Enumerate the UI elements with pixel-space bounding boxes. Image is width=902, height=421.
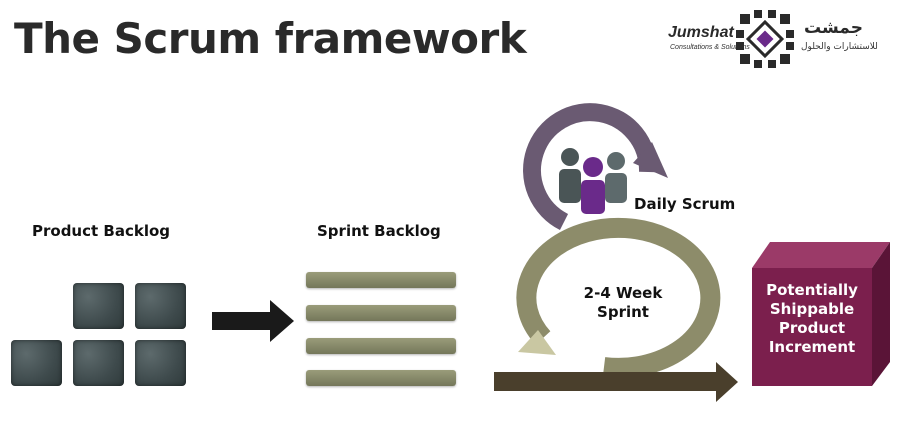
team-people-icon [559,148,627,214]
daily-scrum-cycle-icon [523,103,668,231]
increment-arrow [494,362,738,402]
logo-name-ar: جمشت [804,18,863,38]
sprint-label-line2: Sprint [597,303,649,321]
sprint-backlog-item [306,370,456,386]
daily-scrum-label: Daily Scrum [634,195,736,213]
increment-label-line1: Potentially [766,281,858,299]
increment-label: Potentially Shippable Product Increment [752,281,872,357]
backlog-item [135,340,186,386]
logo-tagline-ar: للاستشارات والحلول [801,42,878,52]
sprint-label: 2-4 Week Sprint [578,284,668,322]
page-title: The Scrum framework [14,14,527,63]
increment-label-line2: Shippable [769,300,855,318]
backlog-item [73,340,124,386]
sprint-backlog-item [306,305,456,321]
sprint-label-line1: 2-4 Week [583,284,663,302]
backlog-item [73,283,124,329]
product-backlog-label: Product Backlog [32,222,171,240]
logo-name-en: Jumshat [668,24,734,41]
backlog-item [135,283,186,329]
backlog-item [11,340,62,386]
sprint-backlog-label: Sprint Backlog [317,222,441,240]
logo-emblem-icon [736,10,794,68]
logo-tagline-en: Consultations & Solutions [670,44,750,51]
company-logo: Jumshat Consultations & Solutions جمشت ل… [664,8,896,70]
increment-label-line3: Product [778,319,846,337]
increment-label-line4: Increment [768,338,856,356]
product-increment-cube [752,242,890,386]
sprint-cycle-icon [516,217,721,378]
sprint-backlog-item [306,338,456,354]
sprint-backlog-item [306,272,456,288]
